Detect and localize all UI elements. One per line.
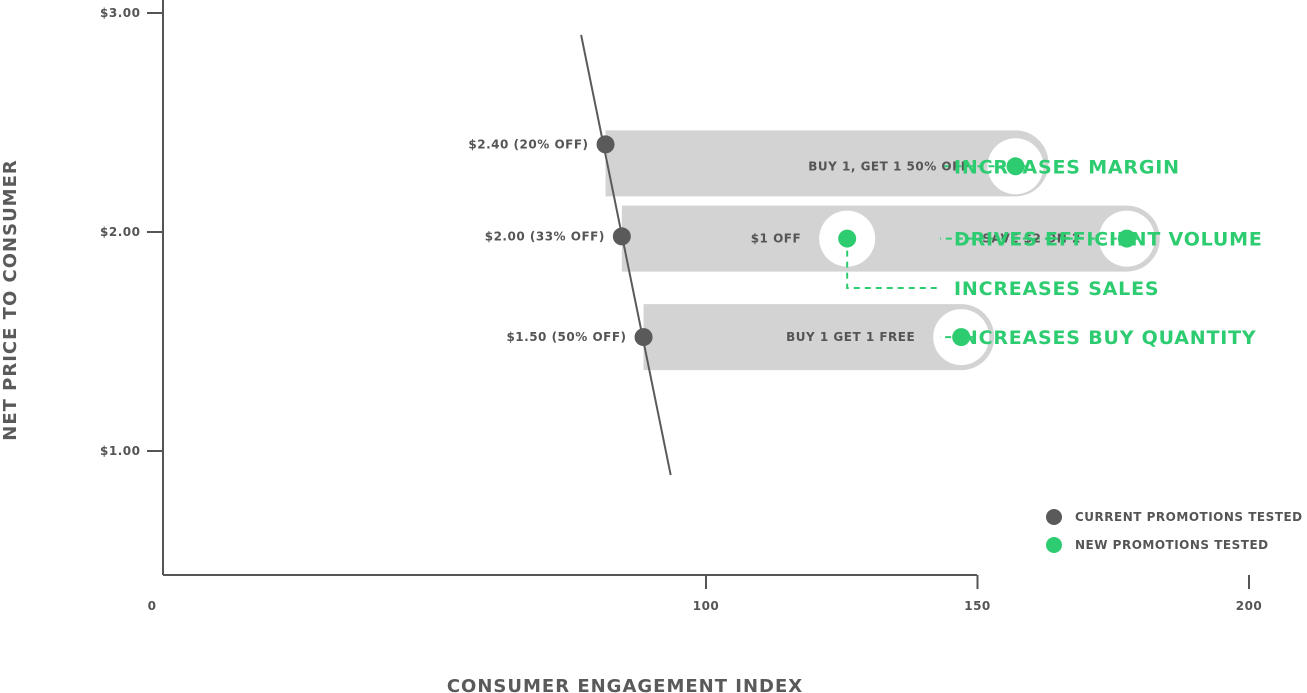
current-promotion-point — [634, 328, 653, 347]
legend-swatch — [1046, 509, 1062, 525]
promotion-band — [621, 205, 1160, 272]
current-promotion-point — [596, 135, 615, 154]
promotion-band — [605, 130, 1049, 197]
new-promotion-label: BUY 1 GET 1 FREE — [786, 330, 915, 344]
new-promotion-label: BUY 1, GET 1 50% OFF — [808, 159, 969, 173]
tick-labels: $1.00 $2.00 $3.00 0 100 150 200 — [100, 6, 1262, 613]
current-promotion-label: $1.50 (50% OFF) — [506, 330, 626, 344]
new-promotion-label: $1 OFF — [751, 232, 801, 246]
y-tick-label: $3.00 — [100, 6, 140, 20]
current-promotion-label: $2.00 (33% OFF) — [485, 229, 605, 243]
outcome-label: INCREASES BUY QUANTITY — [954, 327, 1256, 349]
x-tick-label: 0 — [148, 599, 157, 613]
outcome-label: INCREASES MARGIN — [954, 156, 1180, 178]
new-promotion-label: SAVE $2 ON 2 — [982, 232, 1080, 246]
current-promotion-point — [612, 227, 631, 246]
current-promotion-label: $2.40 (20% OFF) — [468, 137, 588, 151]
x-tick-label: 200 — [1236, 599, 1263, 613]
new-promotion-point — [838, 229, 857, 248]
legend-label: NEW PROMOTIONS TESTED — [1075, 538, 1269, 552]
legend-swatch — [1046, 537, 1062, 553]
y-tick-label: $1.00 — [100, 444, 140, 458]
legend-label: CURRENT PROMOTIONS TESTED — [1075, 510, 1303, 524]
new-promotion-point — [1117, 229, 1136, 248]
demand-curve — [580, 34, 672, 476]
new-promotion-point — [1006, 157, 1025, 176]
data-points: $2.40 (20% OFF) $2.00 (33% OFF) $1.50 (50%… — [468, 135, 1136, 347]
outcome-connector — [846, 250, 940, 289]
legend: CURRENT PROMOTIONS TESTED NEW PROMOTIONS … — [1046, 509, 1303, 553]
x-tick-label: 150 — [964, 599, 991, 613]
new-promotion-point — [952, 328, 971, 347]
y-tick-label: $2.00 — [100, 225, 140, 239]
x-axis-title: CONSUMER ENGAGEMENT INDEX — [447, 676, 803, 693]
promotion-band — [643, 304, 995, 371]
outcome-label: INCREASES SALES — [954, 278, 1159, 300]
outcome-label: DRIVES EFFICIENT VOLUME — [954, 229, 1263, 251]
y-axis-title: NET PRICE TO CONSUMER — [0, 159, 21, 441]
axes — [162, 0, 977, 576]
demand-curve-group — [580, 34, 672, 476]
outcome-labels: INCREASES MARGIN INCREASES SALES DRIVES EF… — [954, 156, 1263, 349]
x-tick-label: 100 — [693, 599, 720, 613]
